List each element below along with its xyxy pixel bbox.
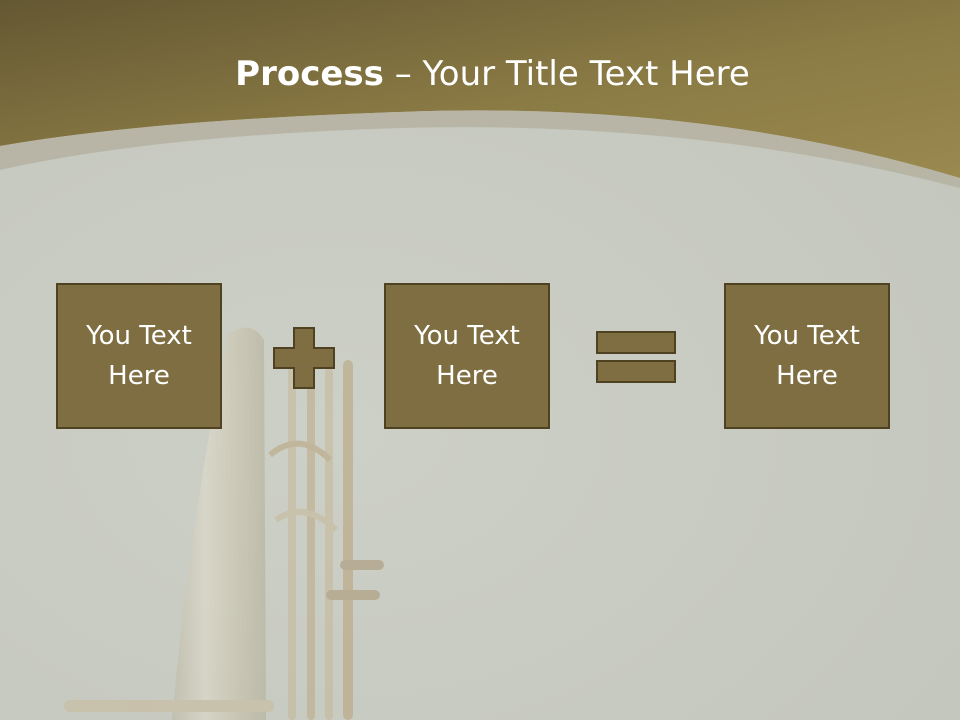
process-box-2[interactable]: You Text Here	[384, 283, 550, 429]
process-box-3[interactable]: You Text Here	[724, 283, 890, 429]
process-box-3-text: You Text Here	[754, 321, 860, 391]
slide-title: Process – Your Title Text Here	[0, 48, 960, 100]
title-dash: –	[383, 54, 423, 94]
process-box-1-text: You Text Here	[86, 321, 192, 391]
plus-icon	[273, 327, 335, 389]
process-box-1[interactable]: You Text Here	[56, 283, 222, 429]
tuba-illustration	[64, 327, 384, 720]
title-bold: Process	[235, 54, 384, 94]
equals-icon	[596, 331, 676, 383]
process-box-2-text: You Text Here	[414, 321, 520, 391]
header-arc	[0, 110, 960, 188]
title-rest: Your Title Text Here	[422, 54, 750, 94]
header-band	[0, 0, 960, 178]
